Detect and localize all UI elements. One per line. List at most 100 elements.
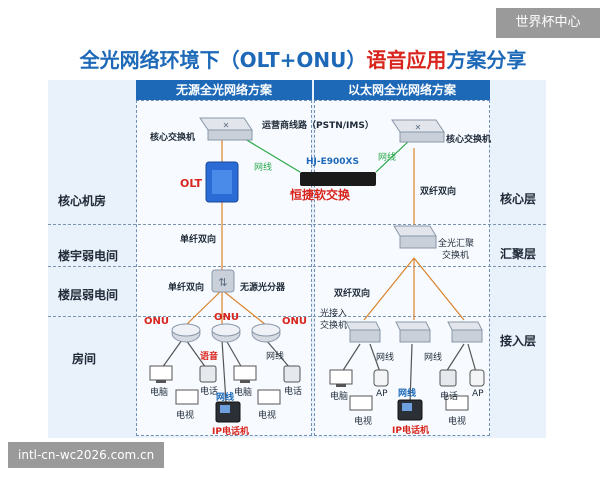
watermark-bottom: intl-cn-wc2026.com.cn [8,442,165,468]
cable-label-right-2: 网线 [424,353,443,363]
access-switch-icon-2 [395,321,431,343]
ap-label-right-1: AP [376,389,388,399]
link-access-ap-1 [369,343,381,373]
tv-icon-right-1 [349,395,373,411]
single-fiber-label-1: 单纤双向 [180,235,217,245]
svg-text:✕: ✕ [223,121,230,130]
splitter-icon: ⇅ [211,269,235,293]
onu-icon-2 [211,323,241,343]
link-agg-access-1 [363,257,415,321]
svg-text:✕: ✕ [415,123,422,132]
link-access-ipphone [409,343,413,403]
cable-label-left: 网线 [266,352,285,362]
tv-icon-right-2 [445,395,469,411]
ap-icon-right-2 [469,369,485,387]
link-splitter-onu-3 [221,289,267,326]
link-hj-core-right [375,137,413,173]
left-core-switch-label: 核心交换机 [150,133,196,143]
link-onu-pc-2 [225,339,243,369]
title-part-3: 方案分享 [446,48,527,72]
phone-icon-left-2 [283,365,301,383]
splitter-label: 无源光分器 [240,283,286,293]
link-label-left: 网线 [254,163,273,173]
phone-icon-right [439,369,457,387]
tv-icon-left-1 [175,389,199,405]
row-label-core-room: 核心机房 [58,194,107,208]
right-column-header: 以太网全光网络方案 [314,80,490,100]
ip-cable-label-right: 网线 [398,389,417,399]
pc-icon-right [329,369,353,387]
onu-label-2: ONU [214,312,239,323]
onu-icon-1 [171,323,201,343]
hj-device-desc: 恒捷软交换 [290,188,351,202]
row-label-building: 楼宇弱电间 [58,249,119,263]
hj-device-model: HJ-E900XS [306,157,359,167]
row-separator [48,224,546,225]
page-title: 全光网络环境下（OLT+ONU）语音应用方案分享 [58,44,548,73]
agg-switch-label-1: 全光汇聚 [438,239,475,249]
core-switch-right-icon: ✕ [391,119,445,143]
tv-label-left-2: 电视 [258,411,277,421]
pc-label-left-1: 电脑 [150,388,169,398]
svg-text:⇅: ⇅ [218,276,227,289]
row-label-agg-layer: 汇聚层 [500,247,537,261]
access-switch-label-1: 光接入 [320,309,348,319]
ip-phone-label-left: IP电话机 [212,427,249,437]
access-switch-label-2: 交换机 [320,321,348,331]
olt-label: OLT [180,177,203,190]
watermark-top: 世界杯中心 [496,8,600,38]
pc-icon-left-1 [149,365,173,383]
row-label-floor: 楼层弱电间 [58,288,119,302]
row-label-core-layer: 核心层 [500,192,537,206]
olt-icon [205,161,239,203]
phone-label-left-1: 电话 [200,387,219,397]
dual-fiber-label-1: 双纤双向 [420,187,457,197]
link-splitter-onu-1 [185,289,223,326]
ip-cable-label-left: 网线 [216,393,235,403]
link-onu-phone-2 [265,339,291,369]
single-fiber-label-2: 单纤双向 [168,283,205,293]
pc-label-right: 电脑 [330,392,349,402]
tv-label-right-2: 电视 [448,417,467,427]
title-part-2: 语音应用 [366,48,447,72]
phone-icon-left-1 [199,365,217,383]
ip-phone-icon-right [397,399,423,421]
ap-icon-right-1 [373,369,389,387]
agg-switch-icon [393,225,437,249]
access-switch-icon-1 [345,321,381,343]
ip-phone-icon-left [215,401,241,423]
onu-label-1: ONU [144,316,169,327]
right-core-switch-label: 核心交换机 [446,135,492,145]
phone-label-right: 电话 [440,392,459,402]
ap-label-right-2: AP [472,389,484,399]
link-access-phone [445,343,465,373]
link-core-hj [239,135,301,173]
row-separator [48,316,546,317]
tv-icon-left-2 [257,389,281,405]
core-switch-left-icon: ✕ [199,117,253,141]
phone-label-left-2: 电话 [284,387,303,397]
onu-icon-3 [251,323,281,343]
row-label-room: 房间 [72,352,97,366]
link-access-ap-2 [467,343,477,373]
dual-fiber-label-2: 双纤双向 [334,289,371,299]
link-access-pc [341,343,361,373]
onu-label-3: ONU [282,316,307,327]
access-switch-icon-3 [447,321,483,343]
pc-label-left-2: 电脑 [234,388,253,398]
agg-switch-label-2: 交换机 [442,251,470,261]
link-onu-pc-1 [161,339,183,369]
title-part-1: 全光网络环境下（OLT+ONU） [79,48,367,72]
pc-icon-left-2 [233,365,257,383]
link-label-right: 网线 [378,153,397,163]
link-onu-phone-1 [185,339,207,369]
link-agg-access-3 [413,257,465,321]
tv-label-left-1: 电视 [176,411,195,421]
tv-label-right-1: 电视 [354,417,373,427]
row-separator [48,266,546,267]
voice-label: 语音 [200,352,219,362]
ip-phone-label-right: IP电话机 [392,426,429,436]
row-label-access-layer: 接入层 [500,334,537,348]
link-onu-ipphone [221,339,227,403]
